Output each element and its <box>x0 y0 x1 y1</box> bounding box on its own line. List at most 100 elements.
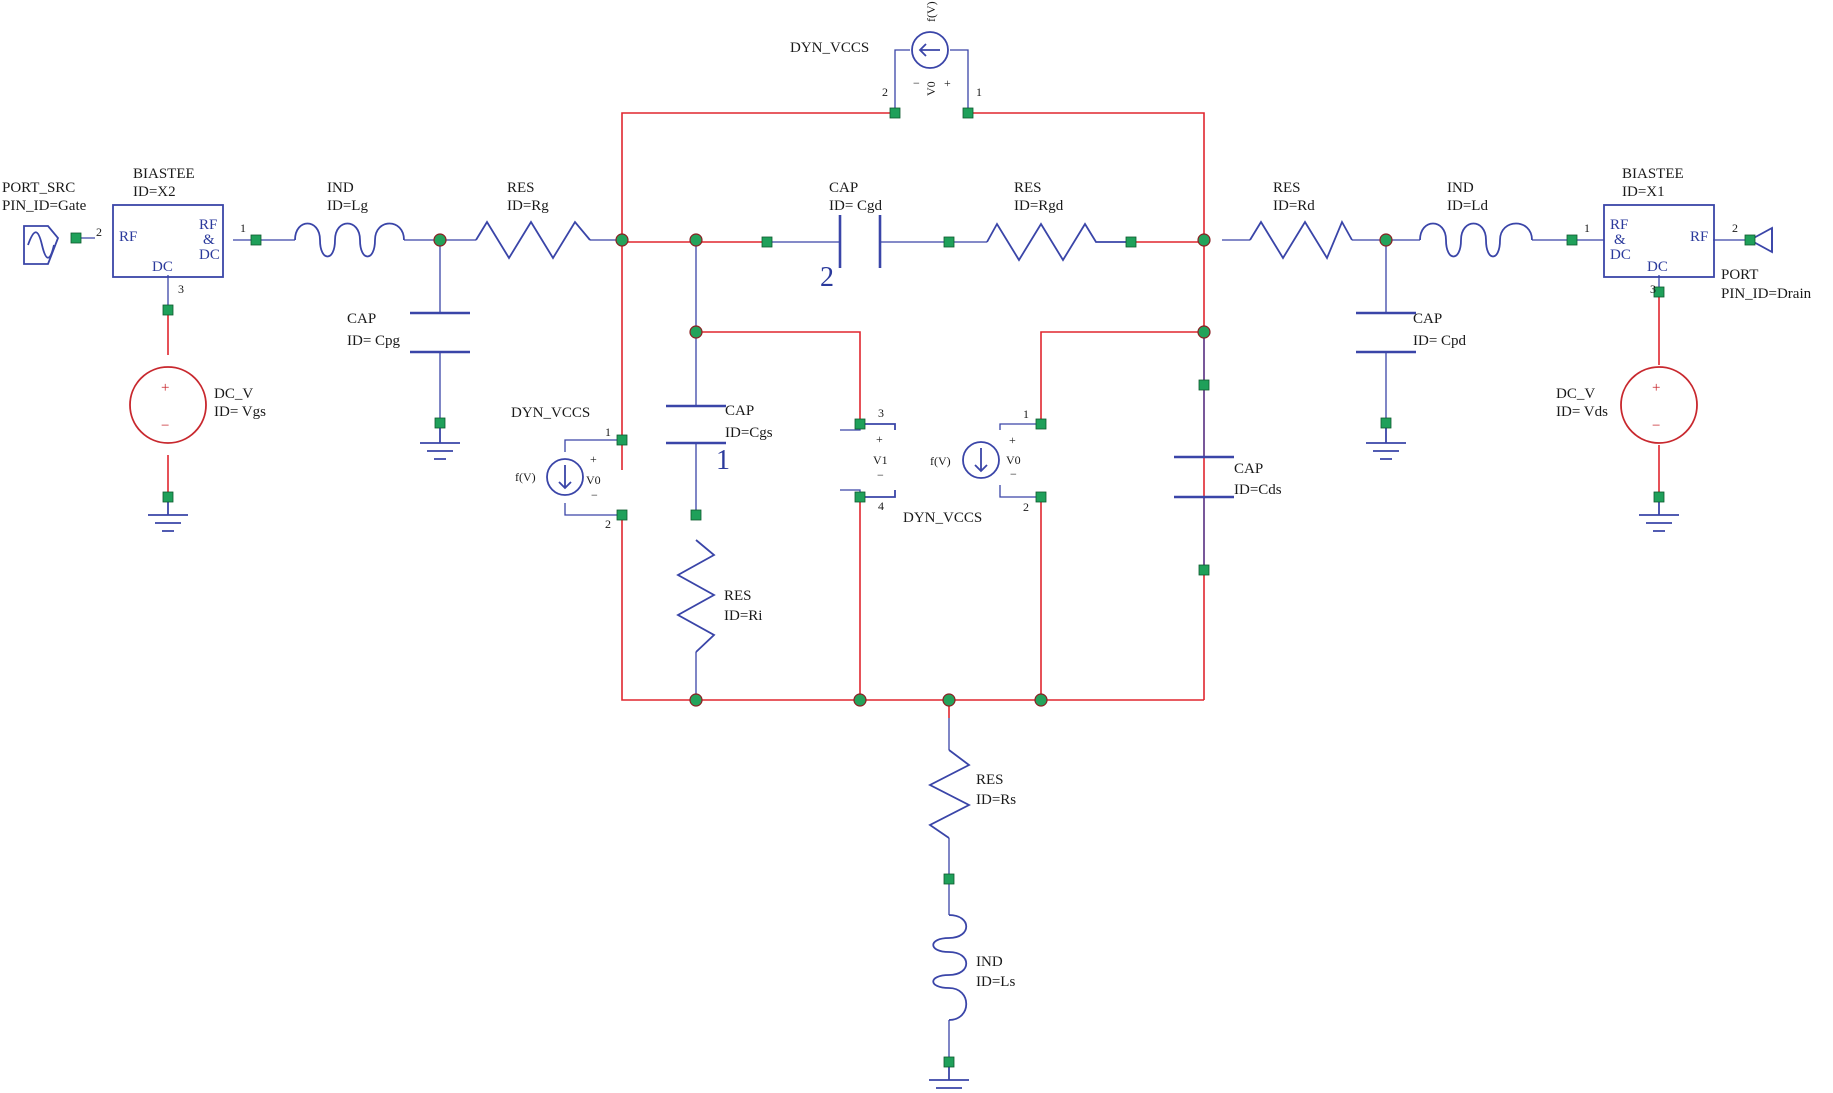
junction-dots <box>433 233 1393 707</box>
ground-cpd <box>1366 423 1406 460</box>
biastee-drain-pin-3: 3 <box>1650 282 1656 296</box>
vccs-left-minus: − <box>591 488 598 502</box>
capacitor-cds[interactable] <box>1174 455 1234 499</box>
res-ri-type: RES <box>724 588 752 604</box>
port-drain-symbol[interactable] <box>1748 226 1773 254</box>
cap-cpg-id: ID= Cpg <box>347 333 401 349</box>
biastee-drain-pin-1: 1 <box>1584 221 1590 235</box>
ground-cpg <box>420 423 460 460</box>
resistor-rs[interactable] <box>928 749 971 839</box>
probe-v1-minus: − <box>877 468 884 482</box>
vccs-mid-plus: + <box>1009 433 1016 447</box>
capacitor-cpg[interactable] <box>410 311 470 354</box>
vccs-left-type: DYN_VCCS <box>511 405 590 421</box>
cap-cds-id: ID=Cds <box>1234 482 1282 498</box>
vccs-left-pin-2: 2 <box>605 517 611 531</box>
inductor-ls[interactable] <box>932 914 967 1021</box>
ground-drain-dc <box>1639 497 1679 532</box>
dc-drain-minus: − <box>1652 418 1660 434</box>
biastee-gate-dc: DC <box>152 259 173 275</box>
biastee-gate-rf: RF <box>119 229 137 245</box>
res-rd-type: RES <box>1273 180 1301 196</box>
cap-cpd-type: CAP <box>1413 311 1442 327</box>
probe-v1[interactable] <box>860 423 896 498</box>
ind-ls-id: ID=Ls <box>976 974 1015 990</box>
vccs-top-pin-1: 1 <box>976 85 982 99</box>
biastee-gate-rfdc-2: & <box>203 232 215 248</box>
cap-cpg-type: CAP <box>347 311 376 327</box>
ind-lg-type: IND <box>327 180 354 196</box>
biastee-gate-rfdc-3: DC <box>199 247 220 263</box>
biastee-drain-box[interactable] <box>1603 204 1715 278</box>
port-src-symbol[interactable] <box>23 225 60 265</box>
port-src-type: PORT_SRC <box>2 180 75 196</box>
vccs-left-pin-1: 1 <box>605 425 611 439</box>
vccs-mid-fn: f(V) <box>930 454 951 468</box>
dc-drain-id: ID= Vds <box>1556 404 1608 420</box>
cap-cpd-id: ID= Cpd <box>1413 333 1467 349</box>
vccs-top-minus: − <box>913 76 920 90</box>
vccs-mid-ctrl: V0 <box>1006 453 1021 467</box>
probe-v1-label: V1 <box>873 453 888 467</box>
biastee-drain-rf: RF <box>1690 229 1708 245</box>
port-drain-id: PIN_ID=Drain <box>1721 286 1812 302</box>
inductor-lg[interactable] <box>294 222 405 258</box>
res-rs-id: ID=Rs <box>976 792 1016 808</box>
ind-lg-id: ID=Lg <box>327 198 368 214</box>
biastee-drain-id: ID=X1 <box>1622 184 1665 200</box>
res-rg-type: RES <box>507 180 535 196</box>
vccs-left[interactable] <box>546 458 584 496</box>
probe-v1-pin-3: 3 <box>878 406 884 420</box>
resistor-rd[interactable] <box>1249 219 1353 260</box>
resistor-rg[interactable] <box>475 220 591 260</box>
res-ri-id: ID=Ri <box>724 608 762 624</box>
vccs-top-plus: + <box>944 76 951 90</box>
vccs-mid-type: DYN_VCCS <box>903 510 982 526</box>
biastee-drain-rfdc-3: DC <box>1610 247 1631 263</box>
res-rd-id: ID=Rd <box>1273 198 1315 214</box>
cap-cgd-type: CAP <box>829 180 858 196</box>
dc-drain-type: DC_V <box>1556 386 1595 402</box>
vccs-top[interactable] <box>911 31 949 69</box>
ind-ld-type: IND <box>1447 180 1474 196</box>
biastee-drain-dc: DC <box>1647 259 1668 275</box>
dc-gate-plus: + <box>161 380 169 396</box>
vccs-top-pin-2: 2 <box>882 85 888 99</box>
probe-v1-plus: + <box>876 432 883 446</box>
biastee-drain-rfdc-2: & <box>1614 232 1626 248</box>
port-src-pin: 2 <box>96 225 102 239</box>
biastee-gate-box[interactable] <box>112 204 224 278</box>
terminals <box>70 107 1756 1068</box>
vccs-mid-pin-2: 2 <box>1023 500 1029 514</box>
vccs-mid[interactable] <box>962 441 1000 479</box>
res-rs-type: RES <box>976 772 1004 788</box>
biastee-gate-id: ID=X2 <box>133 184 176 200</box>
port-drain-type: PORT <box>1721 267 1758 283</box>
dc-drain-plus: + <box>1652 380 1660 396</box>
ind-ls-type: IND <box>976 954 1003 970</box>
vccs-left-fn: f(V) <box>515 470 536 484</box>
vccs-left-plus: + <box>590 452 597 466</box>
dc-source-gate[interactable] <box>129 366 207 444</box>
inductor-ld[interactable] <box>1419 222 1533 258</box>
resistor-rgd[interactable] <box>986 222 1131 262</box>
capacitor-cgd[interactable] <box>838 215 882 268</box>
cap-cgs-id: ID=Cgs <box>725 425 773 441</box>
biastee-drain-type: BIASTEE <box>1622 166 1684 182</box>
vccs-top-ctrl: V0 <box>924 81 938 96</box>
vccs-left-ctrl: V0 <box>586 473 601 487</box>
capacitor-cgs[interactable] <box>666 404 726 445</box>
dc-source-drain[interactable] <box>1620 366 1698 444</box>
capacitor-cpd[interactable] <box>1356 311 1416 354</box>
vccs-mid-pin-1: 1 <box>1023 407 1029 421</box>
biastee-gate-rfdc-1: RF <box>199 217 217 233</box>
res-rg-id: ID=Rg <box>507 198 549 214</box>
resistor-ri[interactable] <box>676 539 716 653</box>
biastee-gate-pin-3: 3 <box>178 282 184 296</box>
port-src-id: PIN_ID=Gate <box>2 198 87 214</box>
dc-gate-minus: − <box>161 418 169 434</box>
biastee-drain-pin-2: 2 <box>1732 221 1738 235</box>
dc-gate-id: ID= Vgs <box>214 404 266 420</box>
vccs-mid-minus: − <box>1010 467 1017 481</box>
